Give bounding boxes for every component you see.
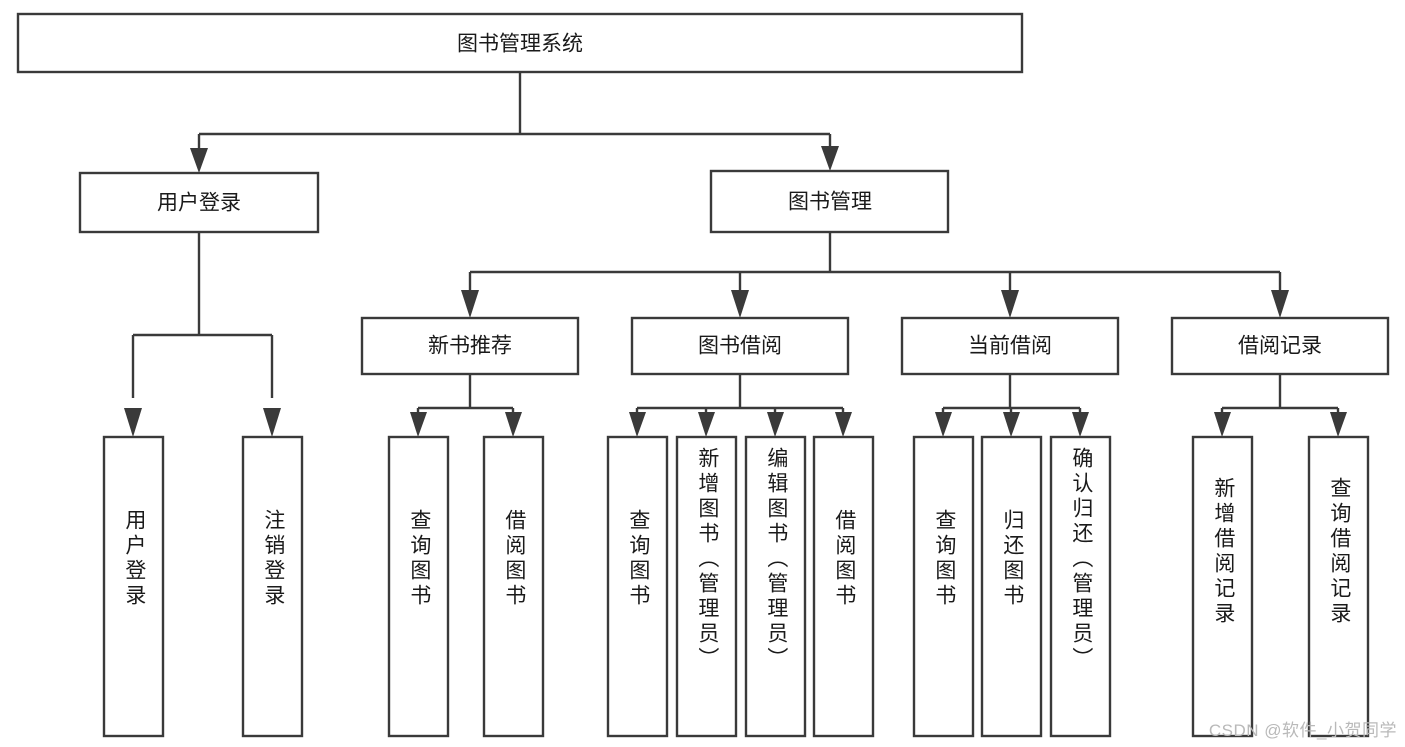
node-new-book-recommend-label: 新书推荐 xyxy=(428,335,512,358)
watermark-text: CSDN @软件_小贺同学 xyxy=(1208,721,1397,740)
arrow-root-to-book-management xyxy=(821,146,839,171)
arrow-cb-to-leaf1 xyxy=(935,412,952,437)
node-book-management-box[interactable] xyxy=(709,169,950,234)
node-leaf-borrow-book-1-box[interactable] xyxy=(482,435,545,738)
node-borrow-record-box[interactable] xyxy=(1170,316,1390,376)
node-leaf-user-login-box[interactable] xyxy=(102,435,165,738)
node-root-box[interactable] xyxy=(16,12,1024,74)
arrow-br-to-leaf2 xyxy=(1330,412,1347,437)
nodes-layer: 图书管理系统 用户登录 图书管理 新书推荐 图书借阅 当前借阅 借阅记录 xyxy=(16,12,1390,738)
arrow-nb-to-leaf2 xyxy=(505,412,522,437)
arrow-bm-to-new-book xyxy=(461,290,479,318)
node-leaf-user-logout-box[interactable] xyxy=(241,435,304,738)
node-leaf-query-book-2-box[interactable] xyxy=(606,435,669,738)
node-current-borrow-box[interactable] xyxy=(900,316,1120,376)
arrow-bb-to-leaf4 xyxy=(835,412,852,437)
arrow-user-login-to-leaf2 xyxy=(263,408,281,437)
arrow-cb-to-leaf3 xyxy=(1072,412,1089,437)
node-user-login-label: 用户登录 xyxy=(157,192,241,215)
node-leaf-confirm-return-box[interactable] xyxy=(1049,435,1112,738)
arrow-bb-to-leaf1 xyxy=(629,412,646,437)
arrow-cb-to-leaf2 xyxy=(1003,412,1020,437)
node-book-borrow-label: 图书借阅 xyxy=(698,335,782,358)
arrow-bm-to-book-borrow xyxy=(731,290,749,318)
arrow-bb-to-leaf2 xyxy=(698,412,715,437)
node-root-label: 图书管理系统 xyxy=(457,33,583,56)
node-new-book-recommend-box[interactable] xyxy=(360,316,580,376)
node-leaf-borrow-book-2-box[interactable] xyxy=(812,435,875,738)
arrow-root-to-user-login xyxy=(190,148,208,173)
node-book-management-label: 图书管理 xyxy=(788,191,872,214)
arrow-bm-to-borrow-record xyxy=(1271,290,1289,318)
node-leaf-add-borrow-record-box[interactable] xyxy=(1191,435,1254,738)
node-leaf-edit-book-box[interactable] xyxy=(744,435,807,738)
node-leaf-add-book-box[interactable] xyxy=(675,435,738,738)
node-borrow-record-label: 借阅记录 xyxy=(1238,335,1322,358)
edges-layer xyxy=(124,72,1347,437)
node-current-borrow-label: 当前借阅 xyxy=(968,335,1052,358)
node-leaf-query-book-3-box[interactable] xyxy=(912,435,975,738)
node-leaf-query-book-1-box[interactable] xyxy=(387,435,450,738)
node-book-borrow-box[interactable] xyxy=(630,316,850,376)
arrow-bm-to-current-borrow xyxy=(1001,290,1019,318)
node-leaf-query-borrow-record-box[interactable] xyxy=(1307,435,1370,738)
node-leaf-return-book-box[interactable] xyxy=(980,435,1043,738)
arrow-user-login-to-leaf1 xyxy=(124,408,142,437)
arrow-nb-to-leaf1 xyxy=(410,412,427,437)
node-user-login-box[interactable] xyxy=(78,171,320,234)
arrow-br-to-leaf1 xyxy=(1214,412,1231,437)
arrow-bb-to-leaf3 xyxy=(767,412,784,437)
